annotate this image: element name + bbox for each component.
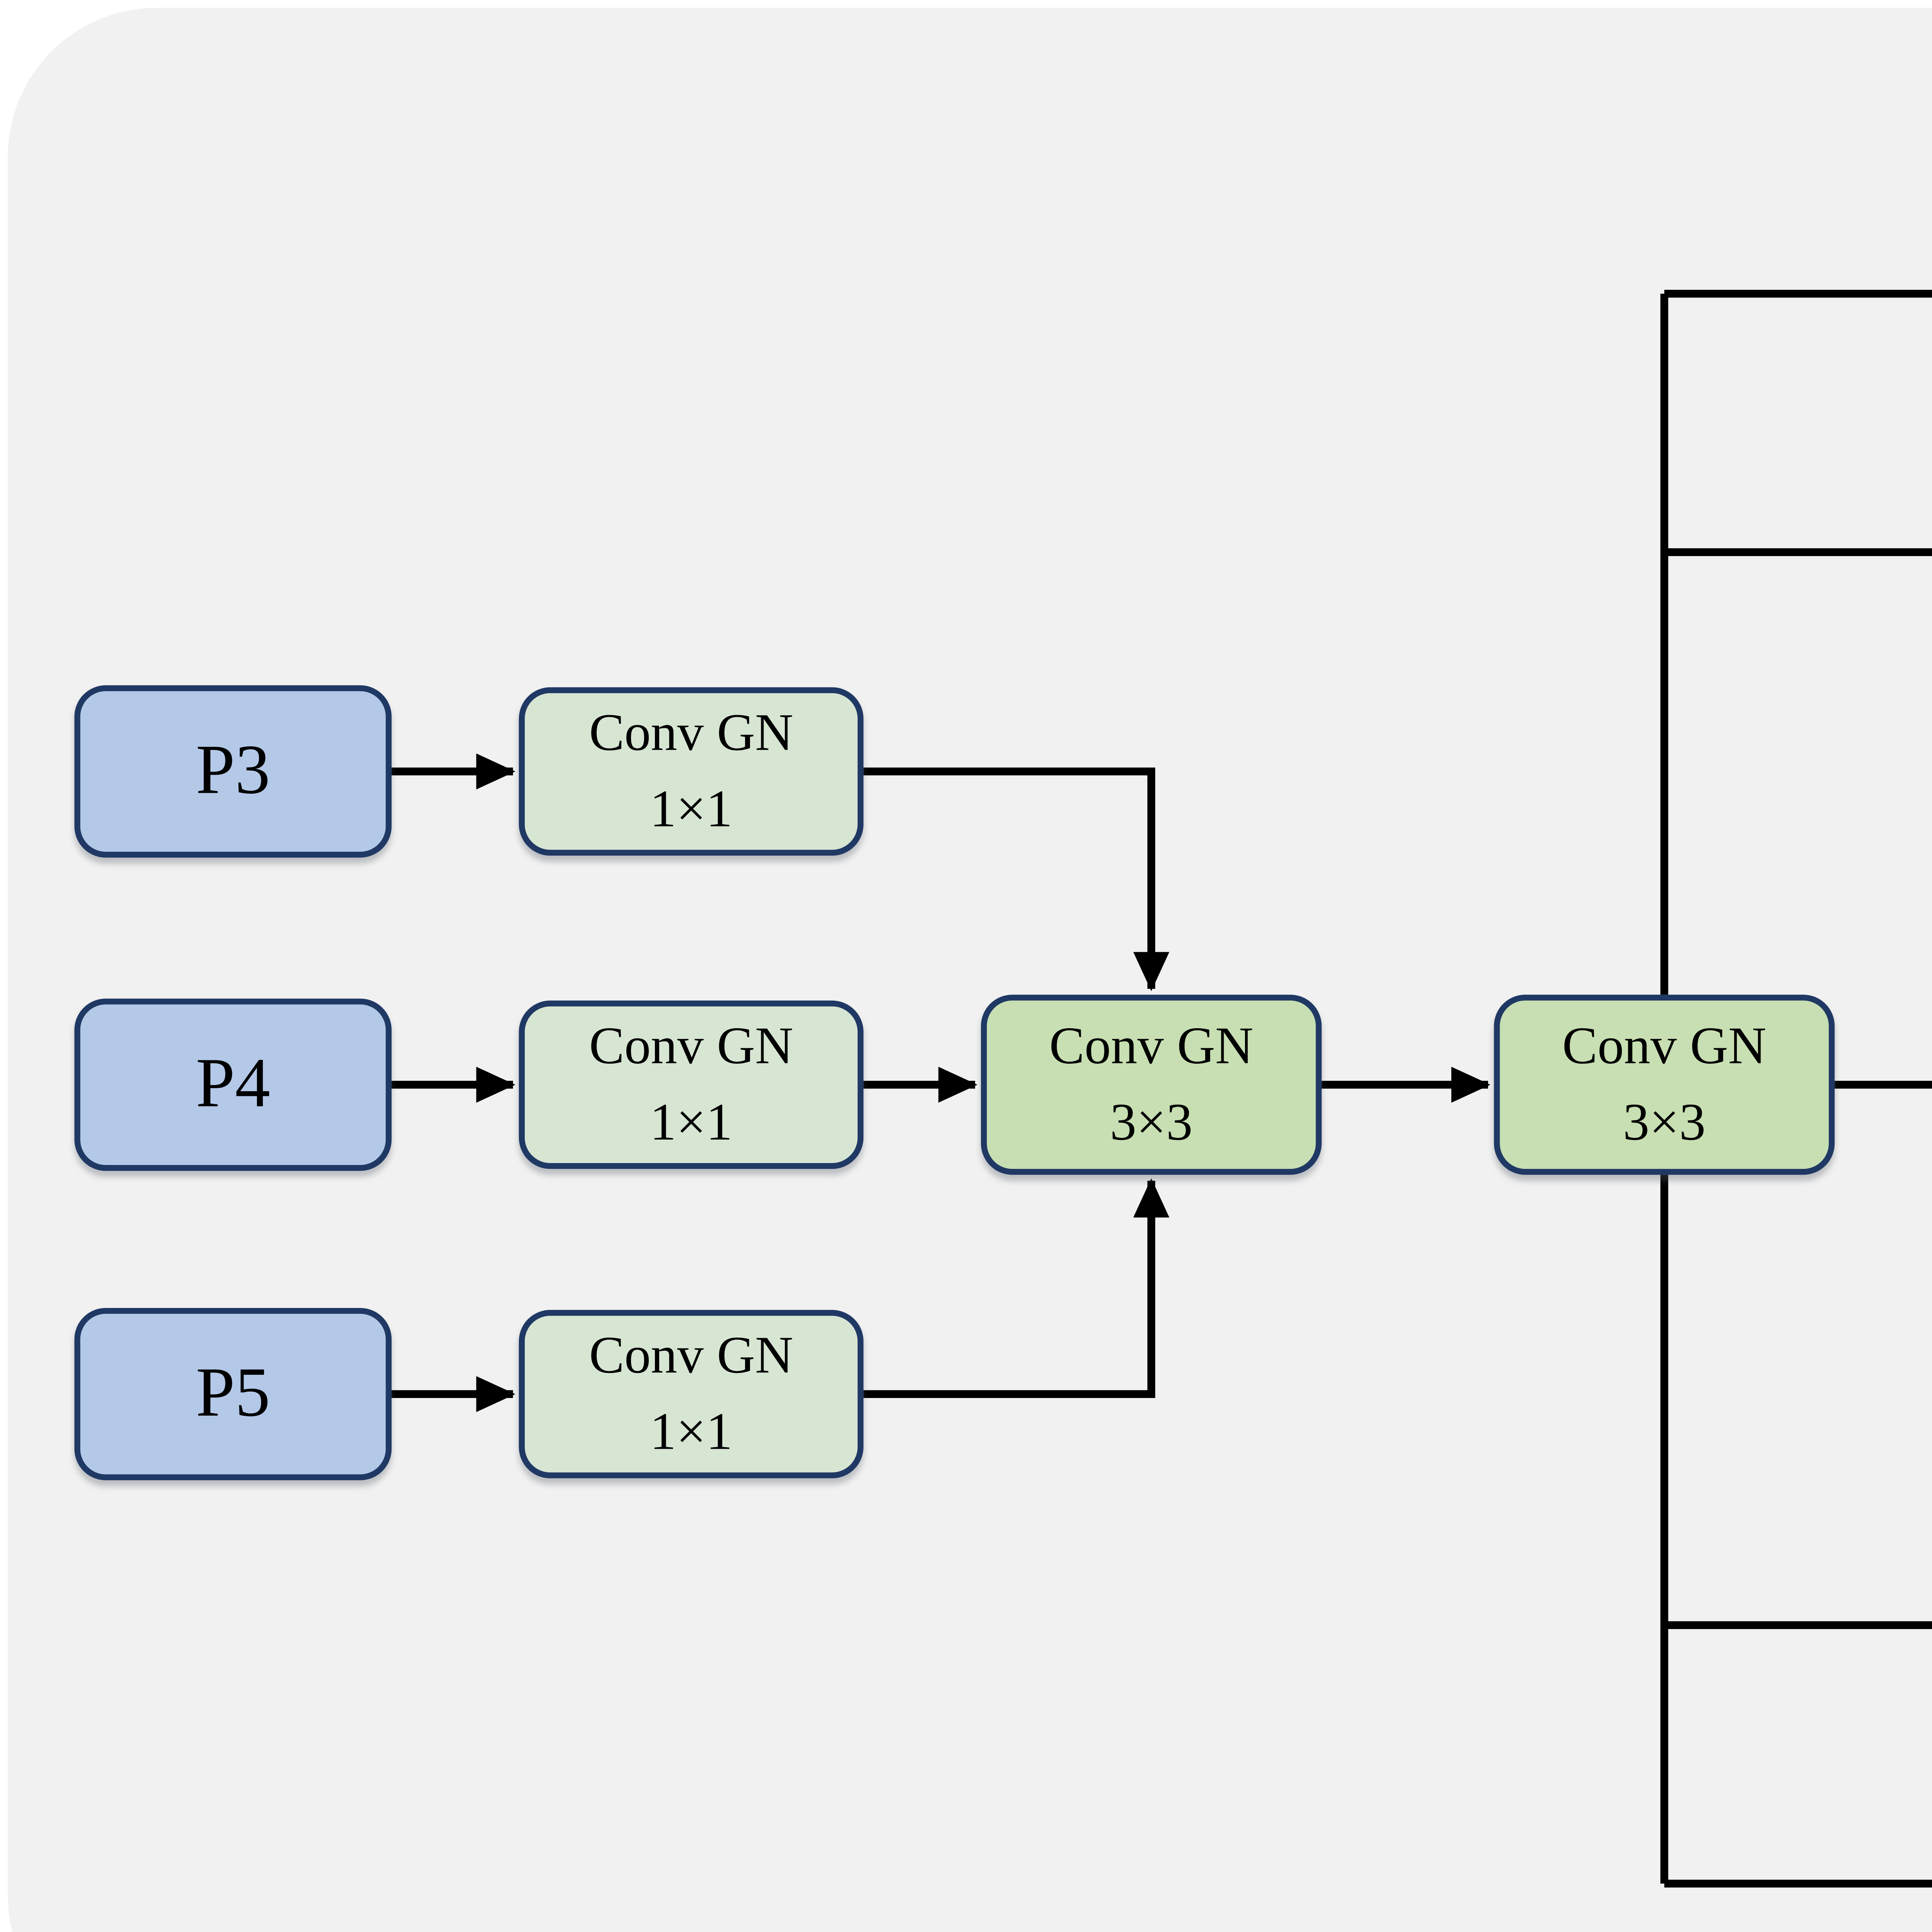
node-label: P3 — [196, 731, 270, 810]
node-gn1x1-a: Conv GN 1×1 — [519, 687, 864, 856]
edge-group — [391, 289, 1932, 1888]
node-label: Conv GN — [1049, 1017, 1253, 1076]
node-p4: P4 — [74, 998, 392, 1171]
node-label: P5 — [196, 1354, 270, 1432]
node-label: Conv GN — [589, 704, 793, 763]
node-gn1x1-c: Conv GN 1×1 — [519, 1310, 864, 1478]
node-gn3x3-b: Conv GN 3×3 — [1494, 995, 1835, 1175]
node-sublabel: 1×1 — [650, 1401, 733, 1460]
node-sublabel: 1×1 — [650, 778, 733, 837]
node-p3: P3 — [74, 685, 392, 858]
node-label: Conv GN — [1562, 1017, 1767, 1076]
node-label: P4 — [196, 1044, 270, 1123]
edge-gn1x1a-to-gn3x3a — [863, 767, 1170, 992]
node-sublabel: 3×3 — [1623, 1092, 1706, 1151]
node-label: Conv GN — [589, 1017, 793, 1076]
node-sublabel: 1×1 — [650, 1092, 733, 1151]
node-gn1x1-b: Conv GN 1×1 — [519, 1000, 864, 1169]
node-p5: P5 — [74, 1308, 392, 1480]
diagram-panel — [8, 8, 1932, 1932]
node-sublabel: 3×3 — [1110, 1092, 1193, 1151]
node-label: Conv GN — [589, 1326, 793, 1385]
node-gn3x3-a: Conv GN 3×3 — [981, 995, 1322, 1175]
edge-gn1x1c-to-gn3x3a — [863, 1178, 1170, 1398]
